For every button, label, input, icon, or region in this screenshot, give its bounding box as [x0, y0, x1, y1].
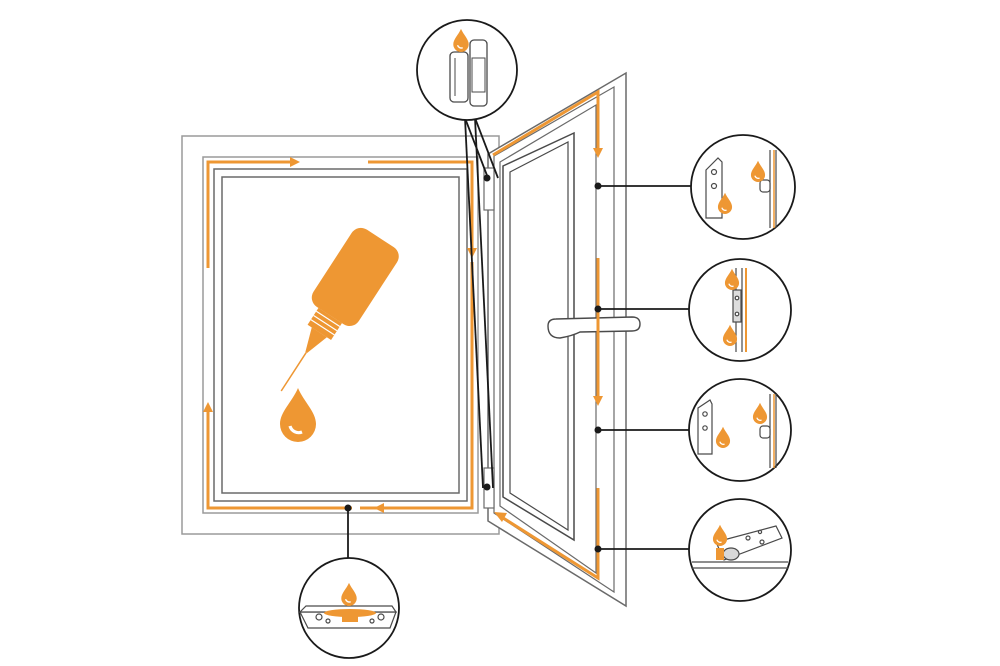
callout-dots	[344, 174, 602, 553]
fixed-frame-lube-track	[206, 160, 474, 510]
callout-corner-drive	[688, 498, 792, 602]
callout-top-hinge	[416, 19, 518, 121]
fixed-window-frame	[181, 135, 500, 535]
callout-middle-lock	[688, 258, 792, 362]
corner-drive-icon	[692, 525, 788, 569]
locking-cam-icon	[705, 150, 777, 228]
sash-lube-track	[492, 89, 600, 581]
window-handle	[547, 316, 641, 339]
hinge-icon	[449, 39, 488, 107]
callout-upper-lock	[690, 134, 796, 240]
oil-bottle-icon	[280, 227, 399, 392]
locking-cam-icon	[697, 394, 777, 468]
callout-connectors	[347, 117, 695, 558]
callout-lower-lock	[688, 378, 792, 482]
callout-bottom-keep	[298, 557, 400, 659]
open-sash	[483, 71, 627, 608]
direction-arrow-icon	[494, 148, 603, 522]
